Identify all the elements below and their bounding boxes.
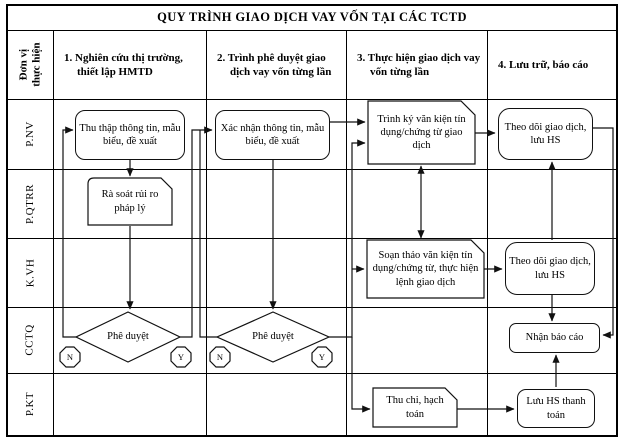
- node-thu-chi-shape: [372, 387, 458, 428]
- node-trinh-ky-shape: [367, 100, 476, 165]
- page-title: QUY TRÌNH GIAO DỊCH VAY VỐN TẠI CÁC TCTD: [157, 9, 467, 24]
- node-ra-soat-shape: [87, 177, 173, 226]
- grid-line: [487, 30, 488, 435]
- phase-header-1: 1. Nghiên cứu thị trường, thiết lập HMTD: [64, 51, 183, 78]
- arrow-yes2-to-trinh-ky: [329, 139, 366, 338]
- node-ra-soat: Rà soát rủi ro pháp lý: [101, 189, 159, 214]
- decision-label-2: Phê duyệt: [252, 331, 294, 343]
- grid-line: [7, 307, 617, 308]
- arrow-no1-loop-to-thu-thap: [62, 126, 76, 338]
- node-soan-thao: Soạn thảo văn kiện tín dụng/chứng từ, th…: [372, 250, 479, 288]
- node-thu-chi: Thu chi, hạch toán: [386, 395, 444, 420]
- node-theo-doi-pnv: Theo dõi giao dịch, lưu HS: [498, 108, 593, 160]
- phase-header-2: 2. Trình phê duyệt giao dịch vay vốn từn…: [217, 51, 332, 78]
- arrow-yes1-to-xac-nhan: [180, 126, 213, 338]
- grid-line: [7, 99, 617, 100]
- yes-badge-2: [311, 346, 333, 368]
- grid-line: [7, 169, 617, 170]
- decision-yes-label-1: Y: [177, 352, 185, 362]
- no-badge-1: [59, 346, 81, 368]
- decision-no-label-2: N: [216, 352, 224, 362]
- node-soan-thao-shape: [366, 239, 485, 299]
- node-xac-nhan: Xác nhận thông tin, mẫu biểu, đề xuất: [215, 110, 330, 160]
- decision-diamond-1: [74, 311, 182, 363]
- phase-header-4: 4. Lưu trữ, báo cáo: [498, 58, 589, 71]
- phase-header-3: 3. Thực hiện giao dịch vay vốn từng lần: [357, 51, 481, 78]
- node-nhan-bao-cao: Nhận báo cáo: [509, 323, 600, 353]
- connectors: [62, 118, 614, 413]
- decision-label-1: Phê duyệt: [107, 331, 149, 343]
- arrow-theo-doi-pnv-to-nhan-bao-cao: [593, 127, 614, 339]
- arrow-yes2-to-thu-chi: [351, 337, 371, 413]
- grid-line: [7, 30, 617, 31]
- decision-diamond-2: [215, 311, 331, 363]
- grid-line: [206, 30, 207, 435]
- grid-line: [7, 373, 617, 374]
- node-thu-thap: Thu thập thông tin, mẫu biểu, đề xuất: [75, 110, 185, 160]
- no-badge-2: [209, 346, 231, 368]
- yes-badge-1: [170, 346, 192, 368]
- decision-yes-label-2: Y: [318, 352, 326, 362]
- node-luu-hs: Lưu HS thanh toán: [517, 389, 595, 428]
- node-trinh-ky: Trình ký văn kiện tín dụng/chứng từ giao…: [377, 113, 466, 152]
- grid-line: [346, 30, 347, 435]
- line-no2-loop-to-xac-nhan: [199, 130, 217, 338]
- grid-line: [7, 238, 617, 239]
- node-theo-doi-kvh: Theo dõi giao dịch, lưu HS: [505, 242, 595, 295]
- grid-line: [53, 30, 54, 435]
- decision-no-label-1: N: [66, 352, 74, 362]
